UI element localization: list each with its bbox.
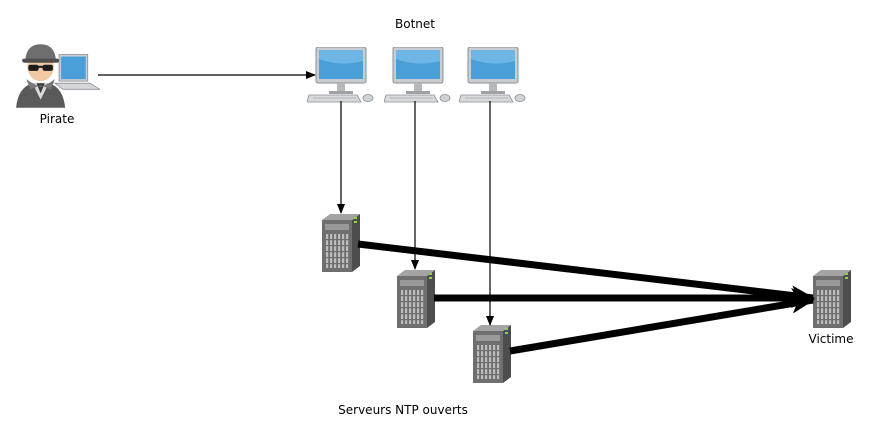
victim-label: Victime	[808, 332, 854, 346]
server-3-to-victim-arrow	[509, 293, 815, 355]
server-tower-icon	[473, 325, 511, 383]
server-tower-icon	[397, 270, 435, 328]
desktop-computer-icon	[384, 47, 451, 103]
botnet-label: Botnet	[395, 17, 435, 31]
servers-label: Serveurs NTP ouverts	[338, 403, 468, 417]
hacker-laptop-icon	[15, 43, 100, 108]
server-tower-icon	[813, 270, 851, 328]
server-1-to-victim-arrow	[357, 240, 815, 306]
server-tower-icon	[322, 214, 360, 272]
attacker-label: Pirate	[39, 112, 75, 126]
desktop-computer-icon	[459, 47, 526, 103]
desktop-computer-icon	[307, 47, 374, 103]
